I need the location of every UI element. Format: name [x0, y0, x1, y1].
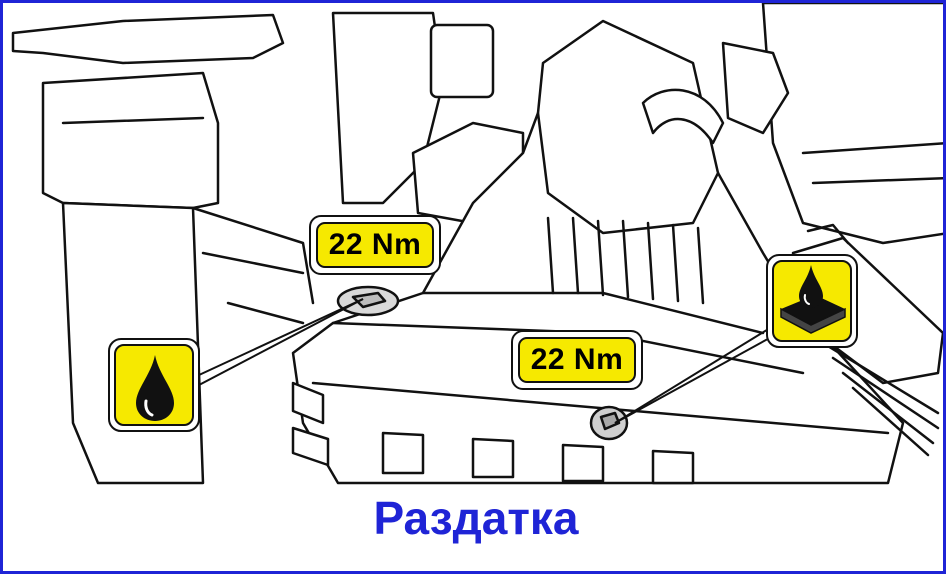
torque-value-lower: 22 Nm [518, 337, 636, 383]
diagram-caption: Раздатка [373, 492, 579, 544]
transfer-case-line-drawing [11, 3, 943, 485]
torque-label-upper: 22 Nm [309, 215, 441, 275]
sealant-drop-on-surface-icon [766, 254, 858, 348]
torque-value-upper: 22 Nm [316, 222, 434, 268]
oil-drop-icon [108, 338, 200, 432]
torque-label-lower: 22 Nm [511, 330, 643, 390]
